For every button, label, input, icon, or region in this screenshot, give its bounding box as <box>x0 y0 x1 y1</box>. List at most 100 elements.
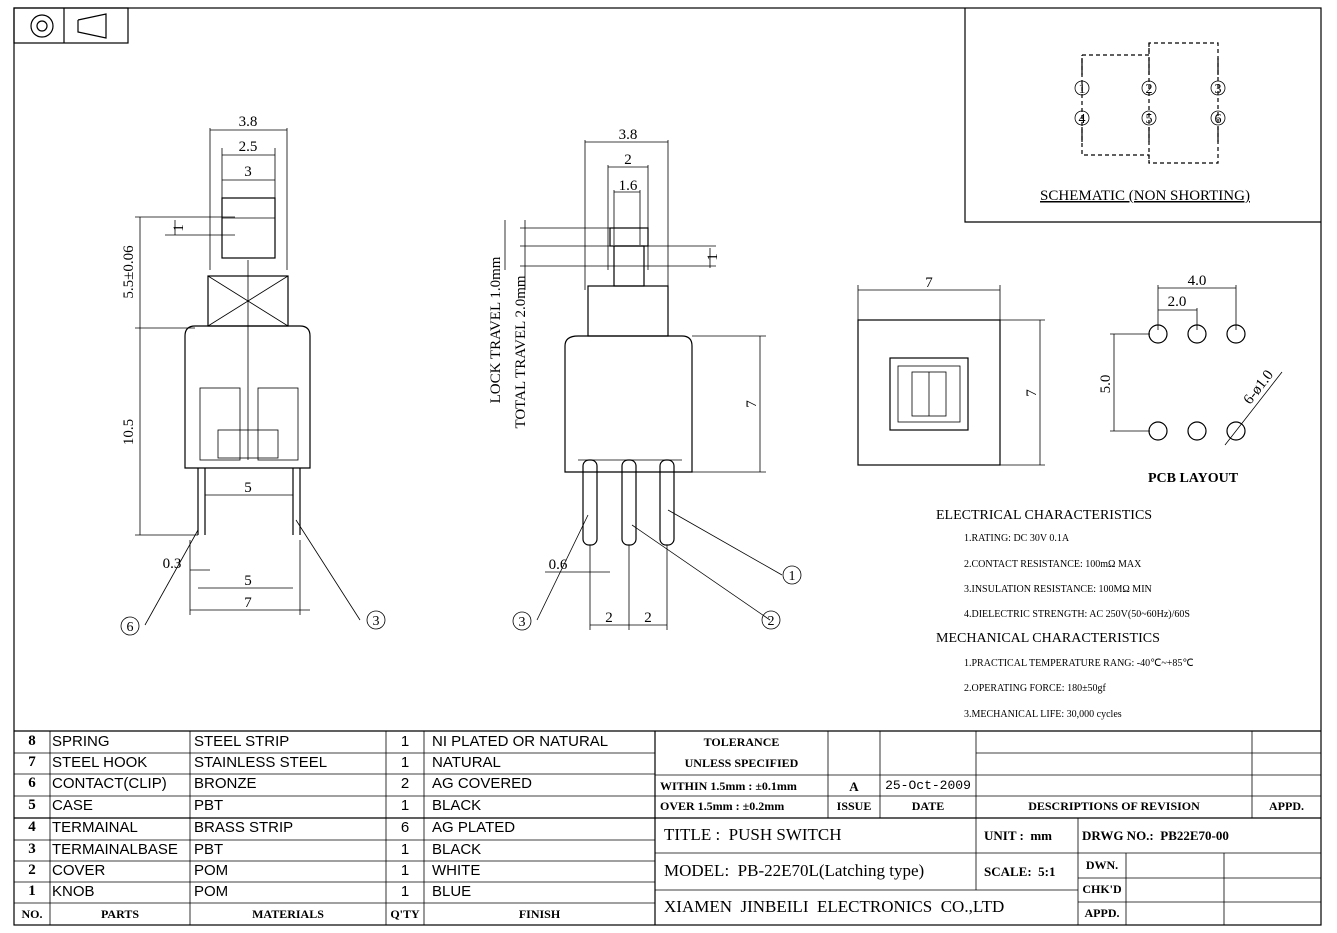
electrical-item-2: 2.CONTACT RESISTANCE: 100mΩ MAX <box>964 559 1142 570</box>
tb-unit: UNIT : mm <box>984 828 1053 843</box>
tb-tolerance: TOLERANCE <box>703 735 780 749</box>
bom-cell-qty: 6 <box>400 819 410 836</box>
front-callout-right-circle <box>366 610 386 630</box>
pcb-layout <box>1110 285 1283 446</box>
bom-cell-material: POM <box>194 862 229 879</box>
mechanical-title: MECHANICAL CHARACTERISTICS <box>936 631 1160 646</box>
bom-cell-part: TERMAINAL <box>52 819 138 836</box>
bom-cell-no: 1 <box>28 883 36 899</box>
tb-date-h: DATE <box>911 799 945 813</box>
bom-cell-no: 7 <box>28 754 36 770</box>
bom-cell-no: 3 <box>28 841 36 857</box>
side-dim-pitch1: 2 <box>605 610 613 626</box>
pcb-title: PCB LAYOUT <box>1148 471 1239 486</box>
side-dim-inner-w: 1.6 <box>619 178 638 194</box>
front-callout-left-circle <box>120 616 140 636</box>
bom-cell-finish: BLACK <box>432 797 482 814</box>
bom-cell-material: PBT <box>194 841 224 858</box>
tb-appd-h: APPD. <box>1269 799 1304 813</box>
schematic-pin-6-circle <box>1210 110 1226 126</box>
front-dim-travel: 1 <box>171 224 187 232</box>
bom-cell-part: KNOB <box>52 883 95 900</box>
pcb-dim-height: 5.0 <box>1098 375 1114 394</box>
front-dim-top-w: 3.8 <box>239 114 258 130</box>
bom-cell-no: 8 <box>28 733 36 749</box>
schematic-pin-4-circle <box>1074 110 1090 126</box>
side-total-travel: TOTAL TRAVEL 2.0mm <box>513 275 529 428</box>
side-callout-2: 2 <box>768 614 775 629</box>
bom-cell-finish: BLUE <box>432 883 472 900</box>
front-dim-inner-w: 3 <box>244 164 252 180</box>
top-view <box>857 285 1045 466</box>
tb-dwn: DWN. <box>1085 858 1119 872</box>
bom-cell-finish: AG PLATED <box>432 819 516 836</box>
schematic-title: SCHEMATIC (NON SHORTING) <box>1040 188 1250 204</box>
schematic-pin-6: 6 <box>1215 112 1222 127</box>
top-dim-h: 7 <box>1024 389 1040 397</box>
front-dim-pin-spacing: 5 <box>244 480 252 496</box>
pcb-dim-outer: 4.0 <box>1188 273 1207 289</box>
front-dim-height-body: 10.5 <box>121 419 137 445</box>
tb-issue-val: A <box>849 779 859 794</box>
side-dim-travel: 1 <box>705 253 721 261</box>
bom-cell-part: COVER <box>52 862 106 879</box>
front-callout-right: 3 <box>373 614 380 629</box>
tb-company: XIAMEN JINBEILI ELECTRONICS CO.,LTD <box>664 897 1005 916</box>
front-dim-bottom-total: 7 <box>244 595 252 611</box>
schematic-pin-4: 4 <box>1079 112 1086 127</box>
bom-cell-qty: 2 <box>400 775 410 792</box>
side-callout-2-circle <box>761 610 781 630</box>
side-dim-top-w: 3.8 <box>619 127 638 143</box>
bom-cell-qty: 1 <box>400 883 410 900</box>
schematic-pin-2-circle <box>1141 80 1157 96</box>
schematic-pin-1-circle <box>1074 80 1090 96</box>
bom-header-part: PARTS <box>100 907 140 921</box>
front-dim-bottom-pins: 5 <box>244 573 252 589</box>
schematic-pin-5-circle <box>1141 110 1157 126</box>
bom-cell-qty: 1 <box>400 733 410 750</box>
side-lock-travel: LOCK TRAVEL 1.0mm <box>488 256 504 403</box>
bom-table-grid <box>14 730 1321 925</box>
mechanical-item-2: 2.OPERATING FORCE: 180±50gf <box>964 683 1107 694</box>
side-callout-1: 1 <box>789 569 796 584</box>
tb-model: MODEL: PB-22E70L(Latching type) <box>664 861 925 880</box>
bom-cell-no: 4 <box>28 819 36 835</box>
schematic-pin-1: 1 <box>1079 82 1086 97</box>
side-callout-3-circle <box>512 611 532 631</box>
electrical-item-4: 4.DIELECTRIC STRENGTH: AC 250V(50~60Hz)/… <box>964 609 1190 620</box>
tb-drwg: DRWG NO.: PB22E70-00 <box>1082 828 1229 843</box>
bom-header-no: NO. <box>21 907 43 921</box>
bom-cell-material: POM <box>194 883 229 900</box>
tb-within: WITHIN 1.5mm : ±0.1mm <box>660 779 797 793</box>
bom-header-material: MATERIALS <box>252 907 324 921</box>
tb-over: OVER 1.5mm : ±0.2mm <box>660 799 785 813</box>
front-dim-pin-thick: 0.3 <box>163 556 182 572</box>
tb-appd: APPD. <box>1084 906 1120 920</box>
front-view <box>135 128 361 626</box>
bom-cell-qty: 1 <box>400 862 410 879</box>
pcb-dim-pitch: 2.0 <box>1168 294 1187 310</box>
side-dim-mid-w: 2 <box>624 152 632 168</box>
front-callout-left: 6 <box>127 620 134 635</box>
bom-cell-finish: AG COVERED <box>432 775 533 792</box>
sheet-border <box>13 7 1322 926</box>
tb-unless: UNLESS SPECIFIED <box>684 756 799 770</box>
side-dim-pin-w: 0.6 <box>549 557 568 573</box>
schematic-pin-3: 3 <box>1215 82 1222 97</box>
bom-cell-material: BRONZE <box>194 775 257 792</box>
side-callout-3: 3 <box>519 615 526 630</box>
bom-cell-part: TERMAINALBASE <box>52 841 178 858</box>
electrical-title: ELECTRICAL CHARACTERISTICS <box>936 508 1152 523</box>
front-dim-height-top: 5.5±0.06 <box>121 245 137 299</box>
projection-symbol-icon <box>13 7 129 44</box>
bom-cell-material: STEEL STRIP <box>194 733 290 750</box>
top-dim-w: 7 <box>925 275 933 291</box>
schematic-pin-5: 5 <box>1146 112 1153 127</box>
bom-cell-material: PBT <box>194 797 224 814</box>
side-view <box>504 140 783 630</box>
tb-date-val: 25-Oct-2009 <box>885 778 971 793</box>
bom-cell-no: 5 <box>28 797 36 813</box>
schematic-pin-3-circle <box>1210 80 1226 96</box>
bom-cell-part: CONTACT(CLIP) <box>52 775 167 792</box>
tb-scale: SCALE: 5:1 <box>984 864 1056 879</box>
